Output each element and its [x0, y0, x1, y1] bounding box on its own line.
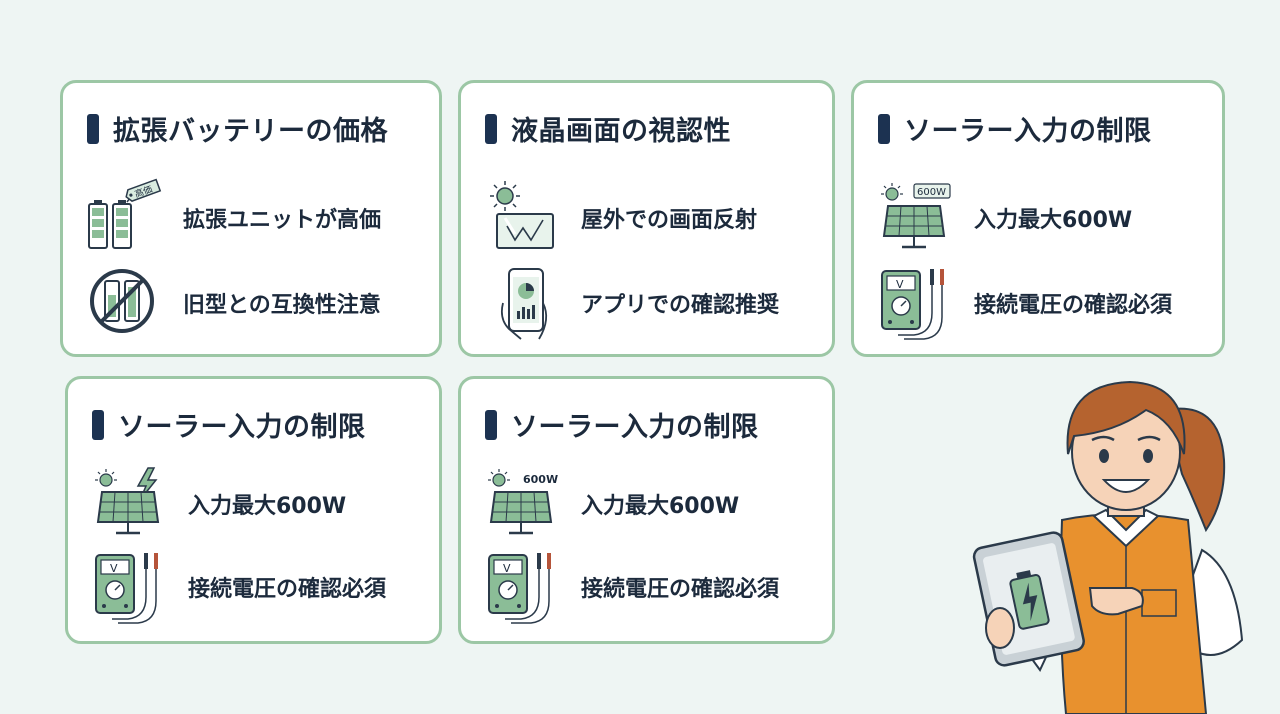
card-title: ソーラー入力の制限	[878, 109, 1212, 148]
card-title: ソーラー入力の制限	[92, 405, 429, 444]
svg-text:V: V	[503, 562, 511, 575]
card-solar-input: ソーラー入力の制限 600W 入力最大600W V	[851, 80, 1225, 357]
phone-app-icon	[500, 268, 548, 340]
item-label: 接続電圧の確認必須	[974, 293, 1173, 318]
solar-panel-lightning-icon	[95, 467, 160, 535]
card-solar-input: ソーラー入力の制限 入力最大600W V	[65, 376, 442, 644]
card-title-text: ソーラー入力の制限	[118, 412, 366, 443]
solar-panel-icon: 600W	[881, 183, 951, 249]
item-label: 拡張ユニットが高価	[183, 208, 382, 233]
list-item: V 接続電圧の確認必須	[481, 547, 822, 627]
list-item: V 接続電圧の確認必須	[874, 263, 1212, 343]
item-label: 屋外での画面反射	[581, 208, 758, 233]
battery-price-tag-icon: 高価	[88, 178, 162, 249]
multimeter-icon: V	[95, 553, 158, 624]
title-bar	[87, 113, 99, 144]
card-title: ソーラー入力の制限	[485, 405, 822, 444]
item-label: 接続電圧の確認必須	[581, 577, 780, 602]
item-label: 入力最大600W	[974, 208, 1133, 233]
title-bar	[485, 113, 497, 144]
list-item: 屋外での画面反射	[481, 178, 822, 258]
svg-text:V: V	[896, 278, 904, 291]
no-battery-icon	[90, 269, 154, 333]
item-label: 旧型との互換性注意	[183, 293, 381, 318]
list-item: 600W 入力最大600W	[874, 178, 1212, 258]
item-label: アプリでの確認推奨	[581, 293, 780, 318]
svg-text:600W: 600W	[917, 187, 946, 198]
card-title: 拡張バッテリーの価格	[87, 109, 429, 148]
item-label: 接続電圧の確認必須	[188, 577, 387, 602]
item-label: 入力最大600W	[581, 494, 740, 519]
list-item: 600W 入力最大600W	[481, 464, 822, 544]
card-title-text: 拡張バッテリーの価格	[113, 116, 388, 147]
card-title: 液晶画面の視認性	[485, 109, 822, 148]
list-item: アプリでの確認推奨	[481, 263, 822, 343]
card-title-text: 液晶画面の視認性	[511, 116, 731, 147]
title-bar	[92, 409, 104, 440]
card-title-text: ソーラー入力の制限	[904, 116, 1152, 147]
card-lcd-visibility: 液晶画面の視認性 屋外での画面反射 アプリでの確認推	[458, 80, 835, 357]
card-battery-price: 拡張バッテリーの価格 高価 拡張ユニットが高価 旧型との互	[60, 80, 442, 357]
multimeter-icon: V	[488, 553, 551, 624]
svg-text:600W: 600W	[523, 473, 558, 486]
title-bar	[878, 113, 890, 144]
woman-with-tablet-illustration	[972, 380, 1244, 714]
card-title-text: ソーラー入力の制限	[511, 412, 759, 443]
sun-glare-screen-icon	[490, 181, 554, 249]
multimeter-icon: V	[881, 269, 944, 340]
svg-text:V: V	[110, 562, 118, 575]
solar-panel-icon: 600W	[488, 469, 558, 535]
list-item: 入力最大600W	[88, 464, 429, 544]
list-item: 高価 拡張ユニットが高価	[83, 178, 429, 258]
list-item: V 接続電圧の確認必須	[88, 547, 429, 627]
card-solar-input: ソーラー入力の制限 600W 入力最大600W V	[458, 376, 835, 644]
item-label: 入力最大600W	[188, 494, 347, 519]
list-item: 旧型との互換性注意	[83, 263, 429, 343]
title-bar	[485, 409, 497, 440]
